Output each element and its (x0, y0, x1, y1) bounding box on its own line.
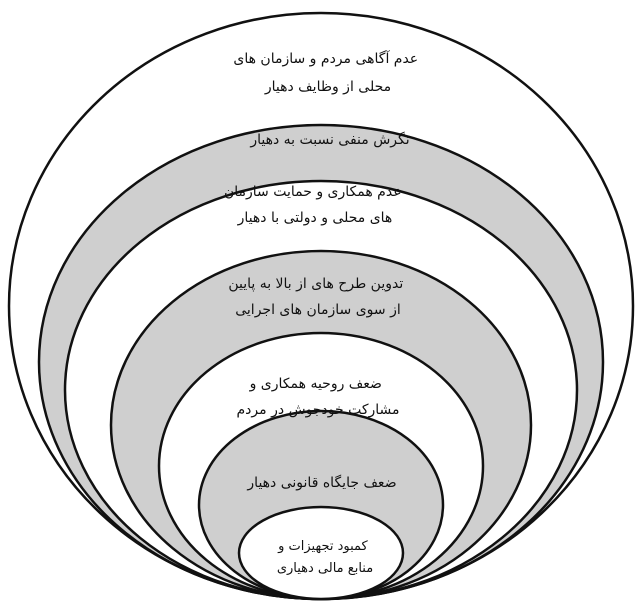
level-2-line-1: نگرش منفی نسبت به دهیار (249, 131, 409, 148)
level-1-line-1: عدم آگاهی مردم و سازمان های (233, 50, 418, 67)
level-3-line-1: عدم همکاری و حمایت سازمان (224, 184, 402, 200)
level-6-line-1: ضعف جایگاه قانونی دهیار (246, 474, 396, 491)
level-1-line-2: محلی از وظایف دهیار (264, 79, 391, 95)
level-3-line-2: های محلی و دولتی با دهیار (237, 210, 393, 226)
level-6-label: ضعف جایگاه قانونی دهیار (246, 474, 396, 491)
level-5-line-2: مشارکت خودجوش در مردم (237, 402, 400, 418)
level-4-line-1: تدوین طرح های از بالا به پایین (228, 276, 403, 292)
level-2-label: نگرش منفی نسبت به دهیار (249, 131, 409, 148)
level-5-line-1: ضعف روحیه همکاری و (249, 376, 382, 392)
level-7-line-1: کمبود تجهیزات و (277, 539, 368, 554)
level-4-line-2: از سوی سازمان های اجرایی (235, 302, 401, 318)
level-7-line-2: منابع مالی دهیاری (277, 561, 373, 576)
